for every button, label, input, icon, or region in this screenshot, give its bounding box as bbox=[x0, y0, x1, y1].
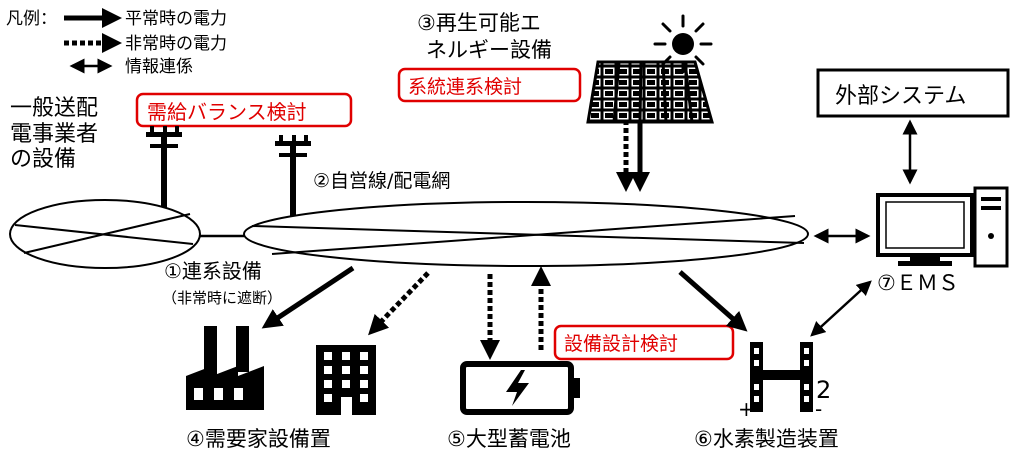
building-icon bbox=[316, 345, 376, 415]
renewable-label-line1: ③再生可能エ bbox=[417, 11, 541, 35]
private-grid-label: ②自営線/配電網 bbox=[313, 170, 450, 192]
computer-icon bbox=[876, 186, 1009, 268]
utility-label: 一般送配 電事業者 の設備 bbox=[10, 96, 98, 172]
consumer-factory-normal-arrow bbox=[261, 265, 355, 329]
check-grid-connection-label: 系統連系検討 bbox=[408, 76, 522, 98]
sun-icon bbox=[653, 14, 713, 74]
check-equipment-design-box: 設備設計検討 bbox=[553, 324, 735, 361]
check-supply-demand-box: 需給バランス検討 bbox=[135, 92, 353, 128]
utility-label-line1: 一般送配 bbox=[10, 96, 98, 121]
legend-label-info: 情報連係 bbox=[125, 57, 193, 77]
ems-label: ⑦ＥＭＳ bbox=[877, 271, 959, 295]
legend-heading: 凡例： bbox=[6, 9, 57, 29]
factory-icon bbox=[186, 326, 264, 410]
check-grid-connection-box: 系統連系検討 bbox=[397, 67, 582, 103]
utility-label-line3: の設備 bbox=[10, 147, 76, 172]
consumer-building-emergency-arrow bbox=[368, 271, 430, 336]
interconnection-note: （非常時に遮断） bbox=[162, 289, 282, 307]
hydrogen-ems-info-arrow bbox=[810, 280, 872, 337]
renewable-label-line2: ネルギー設備 bbox=[426, 38, 552, 62]
check-equipment-design-label: 設備設計検討 bbox=[564, 333, 678, 355]
consumer-label: ④需要家設備置 bbox=[186, 427, 331, 451]
battery-label: ⑤大型蓄電池 bbox=[447, 427, 571, 451]
legend: 凡例： 平常時の電力 非常時の電力 情報連係 bbox=[6, 8, 227, 77]
utility-grid-ellipse bbox=[9, 199, 201, 269]
hydrogen-plus-label: + bbox=[738, 397, 755, 421]
legend-label-emergency: 非常時の電力 bbox=[125, 34, 227, 54]
utility-label-line2: 電事業者 bbox=[10, 122, 98, 147]
hydrogen-electrolyzer-icon: + - 2 bbox=[738, 342, 831, 421]
hydrogen-subscript-label: 2 bbox=[816, 376, 831, 404]
check-supply-demand-label: 需給バランス検討 bbox=[147, 100, 307, 124]
lightning-bolt-icon bbox=[506, 370, 529, 406]
utility-pole-icon bbox=[146, 126, 182, 212]
battery-icon bbox=[460, 361, 580, 415]
hydrogen-minus-label: - bbox=[815, 397, 822, 421]
hydrogen-label: ⑥水素製造装置 bbox=[694, 427, 839, 451]
hydrogen-normal-arrow bbox=[678, 270, 748, 332]
private-grid-ellipse bbox=[243, 201, 809, 267]
legend-label-normal: 平常時の電力 bbox=[125, 9, 227, 29]
interconnection-label: ①連系設備 bbox=[164, 259, 262, 283]
external-system-label: 外部システム bbox=[835, 84, 966, 109]
solar-panel-icon bbox=[586, 60, 714, 124]
utility-pole-icon bbox=[275, 135, 311, 216]
external-system-box: 外部システム bbox=[816, 68, 1010, 118]
